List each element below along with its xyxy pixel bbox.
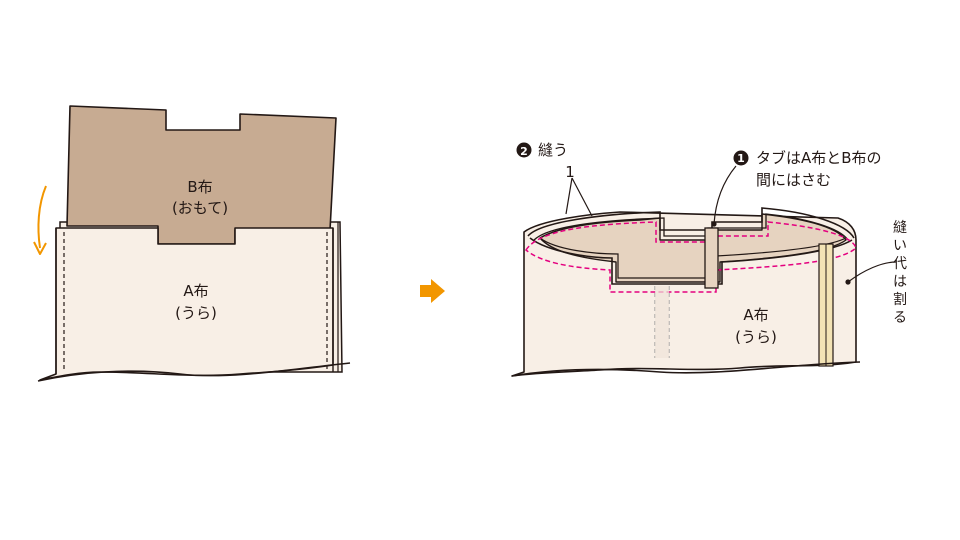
step1-line1: タブはA布とB布の bbox=[756, 149, 882, 167]
seam-note-char: 割 bbox=[893, 291, 907, 308]
a-fabric-sub-right: (うら) bbox=[735, 328, 777, 346]
a-fabric-label: A布 bbox=[183, 282, 208, 300]
a-fabric-sub: (うら) bbox=[175, 304, 217, 322]
seam-note-char: 代 bbox=[893, 256, 907, 272]
curved-down-arrow-icon bbox=[33, 185, 47, 255]
part-number: 1 bbox=[565, 163, 575, 181]
seam-note-char: い bbox=[893, 238, 907, 254]
svg-text:1: 1 bbox=[737, 152, 745, 165]
left-step-illustration: B布 (おもて) A布 (うら) bbox=[33, 105, 351, 382]
right-arrow-icon bbox=[420, 279, 445, 303]
b-fabric-panel bbox=[66, 105, 337, 245]
seam-note-char: は bbox=[893, 274, 907, 290]
b-fabric-sub: (おもて) bbox=[172, 199, 228, 217]
right-step-illustration: 2 縫う 1 1 タブはA布とB布の 間にはさむ 縫 い 代 は 割 る A布 … bbox=[511, 141, 907, 377]
step2-text: 縫う bbox=[538, 141, 568, 159]
svg-text:2: 2 bbox=[520, 145, 528, 158]
seam-note-char: る bbox=[893, 310, 907, 326]
inner-opening bbox=[539, 213, 847, 283]
step1-line2: 間にはさむ bbox=[756, 171, 831, 189]
filled-circle-1-icon: 1 bbox=[733, 150, 749, 166]
rim-inner bbox=[533, 213, 849, 241]
b-fabric-label: B布 bbox=[187, 178, 212, 196]
stitch-line-pink bbox=[525, 221, 857, 293]
filled-circle-2-icon: 2 bbox=[516, 142, 532, 158]
seam-note-char: 縫 bbox=[893, 220, 907, 236]
tab bbox=[704, 227, 719, 289]
seam-note-vertical: 縫 い 代 は 割 る bbox=[893, 220, 907, 326]
a-fabric-label-right: A布 bbox=[743, 306, 768, 324]
